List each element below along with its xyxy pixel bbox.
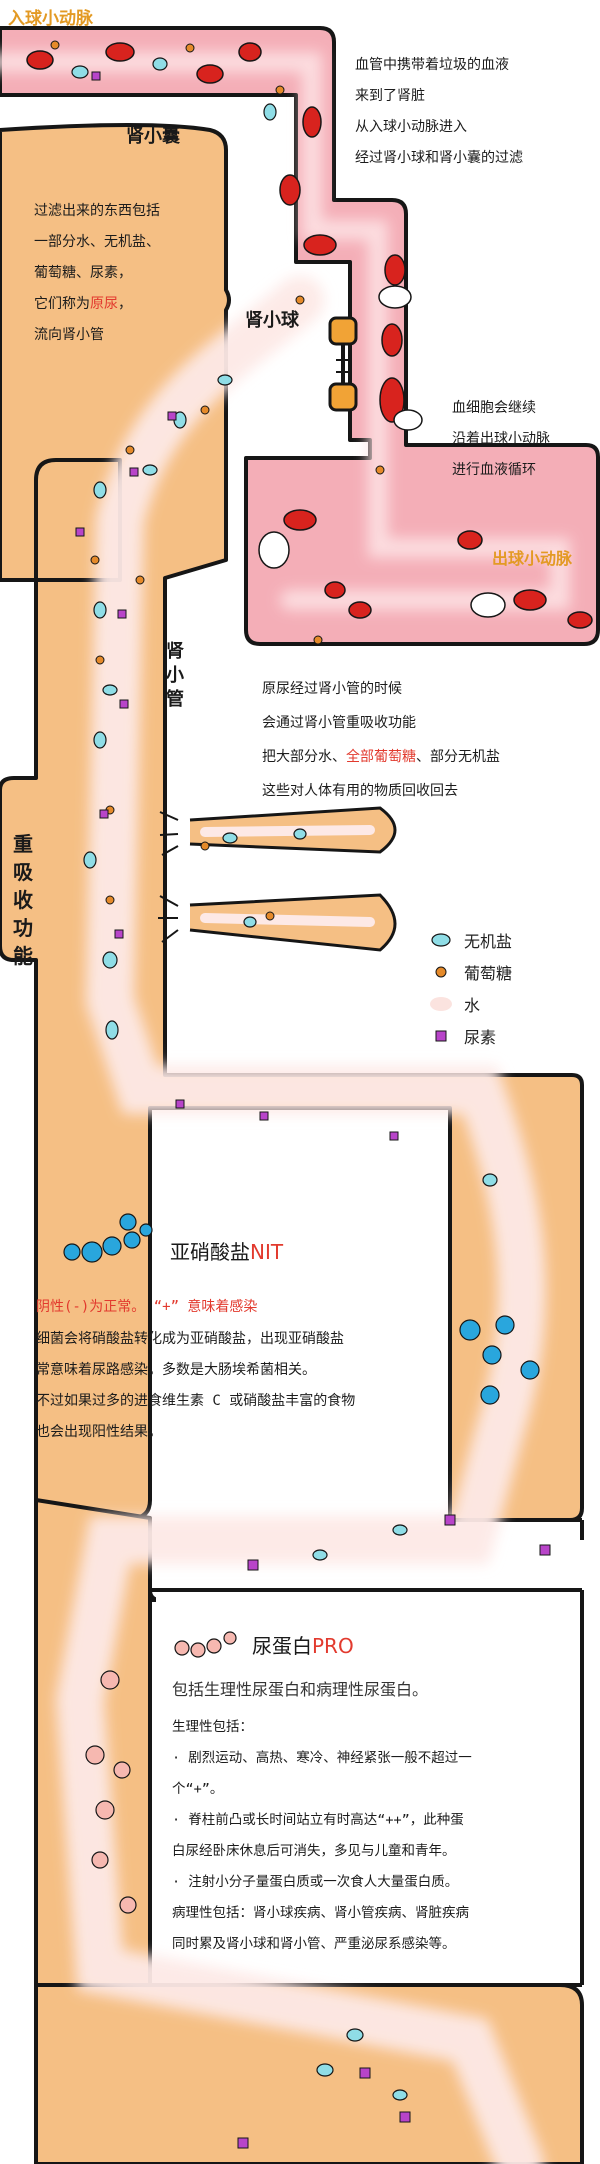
water-icon	[430, 997, 452, 1011]
nit-body: 阴性(-)为正常。 “+” 意味着感染 细菌会将硝酸盐转化成为亚硝酸盐，出现亚硝…	[36, 1290, 355, 1448]
urine-flow	[55, 276, 546, 2164]
glomerulus-label: 肾小球	[245, 310, 299, 331]
blood-vessel	[0, 26, 600, 646]
pro-body: 生理性包括： · 剧烈运动、高热、寒冷、神经紧张一般不超过一 个“+”。 · 脊…	[172, 1719, 472, 1952]
glucose-icon	[435, 966, 447, 978]
nit-title: 亚硝酸盐NIT	[170, 1240, 284, 1264]
nit-dots-icon	[63, 1213, 153, 1263]
all-glucose-term: 全部葡萄糖	[346, 749, 416, 765]
legend-item-glucose: 葡萄糖	[430, 960, 512, 984]
efferent-arteriole-label: 出球小动脉	[492, 549, 573, 568]
afferent-arteriole-label: 入球小动脉	[8, 9, 93, 29]
blood-note: 血管中携带着垃圾的血液 来到了肾脏 从入球小动脉进入 经过肾小球和肾小囊的过滤	[355, 57, 523, 166]
urea-icon	[435, 1030, 447, 1042]
reabsorption-label: 重 吸 收 功 能	[13, 832, 33, 968]
primary-urine-term: 原尿	[90, 296, 118, 312]
pro-dots-icon	[174, 1631, 237, 1658]
tubule-label: 肾 小 管	[166, 641, 184, 710]
pro-title: 尿蛋白PRO	[252, 1634, 354, 1658]
legend-item-urea: 尿素	[430, 1024, 496, 1048]
nit-warning: 阴性(-)为正常。 “+” 意味着感染	[36, 1299, 258, 1315]
tubule-note: 原尿经过肾小管的时候 会通过肾小管重吸收功能 把大部分水、全部葡萄糖、部分无机盐…	[262, 681, 500, 799]
filter-note: 过滤出来的东西包括 一部分水、无机盐、 葡萄糖、尿素， 它们称为原尿， 流向肾小…	[34, 203, 160, 343]
capsule-label: 肾小囊	[126, 126, 180, 147]
capillary-note: 血细胞会继续 沿着出球小动脉 进行血液循环	[452, 400, 550, 478]
pro-subtitle: 包括生理性尿蛋白和病理性尿蛋白。	[172, 1680, 429, 1699]
legend-item-water: 水	[430, 992, 480, 1016]
salt-icon	[431, 933, 451, 947]
legend-item-salt: 无机盐	[430, 928, 512, 952]
